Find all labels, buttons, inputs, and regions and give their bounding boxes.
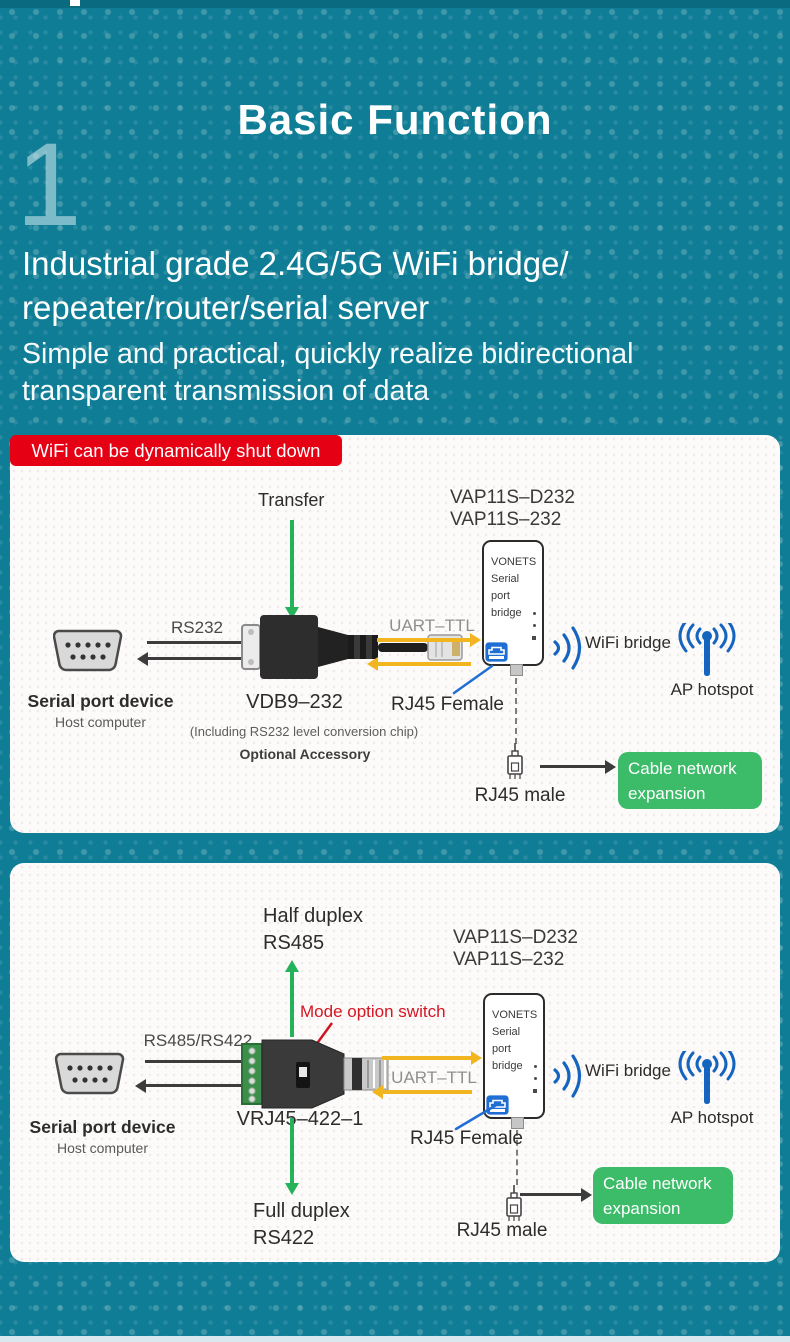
led-indicator <box>533 624 536 627</box>
db9-connector-icon <box>53 629 123 672</box>
main-heading: Industrial grade 2.4G/5G WiFi bridge/ re… <box>22 242 569 330</box>
uart-arrow-right-icon <box>382 1056 472 1060</box>
vonets-brand: VONETS <box>492 1009 538 1021</box>
rj45-female-pointer-line <box>452 664 494 695</box>
top-edge-strip <box>0 0 790 8</box>
rj45-male-connector-icon <box>506 1185 522 1221</box>
serial-device-label: Serial port device <box>27 691 174 711</box>
top-edge-notch <box>70 0 80 6</box>
uart-arrow-left-icon <box>377 662 471 666</box>
mode-switch-label: Mode option switch <box>300 1002 446 1021</box>
antenna-icon <box>678 1051 736 1104</box>
wifi-signal-icon <box>553 1054 582 1098</box>
sub-heading-line2: transparent transmission of data <box>22 375 430 407</box>
rs232-label: RS232 <box>171 618 223 637</box>
rs485-arrow-right-icon <box>145 1060 243 1063</box>
led-indicator <box>533 612 536 615</box>
main-heading-line1: Industrial grade 2.4G/5G WiFi bridge/ <box>22 245 569 282</box>
page-title: Basic Function <box>237 96 553 143</box>
cable-network-expansion-box: Cable network expansion <box>618 752 762 809</box>
model-line1: VAP11S–D232 <box>450 487 575 508</box>
vdb9-note: (Including RS232 level conversion chip) <box>189 724 419 739</box>
cable-network-expansion-box: Cable network expansion <box>593 1167 733 1224</box>
rj45-female-pointer-line <box>454 1102 500 1131</box>
wifi-signal-icon <box>553 626 582 670</box>
rs232-diagram-panel: WiFi can be dynamically shut down VAP11S… <box>10 435 780 833</box>
rj45-male-connector-icon <box>507 743 523 779</box>
model-line2: VAP11S–232 <box>453 949 565 970</box>
led-indicator <box>533 1089 537 1093</box>
uart-arrow-left-icon <box>382 1090 472 1094</box>
rj45-male-label: RJ45 male <box>456 1220 548 1241</box>
full-duplex-arrow-down-icon <box>290 1118 294 1184</box>
vonets-device: VONETS Serial port bridge <box>483 993 545 1119</box>
model-line1: VAP11S–D232 <box>453 927 578 948</box>
vrj45-422-adapter-image <box>241 1039 389 1109</box>
rs232-arrow-left-icon <box>147 657 245 660</box>
half-duplex-label: Half duplex RS485 <box>263 905 364 954</box>
wifi-shutdown-banner: WiFi can be dynamically shut down <box>10 435 342 466</box>
host-computer-label: Host computer <box>56 1140 149 1156</box>
rs485-diagram-panel: Half duplex RS485 VAP11S–D232 VAP11S–232… <box>10 863 780 1262</box>
ap-hotspot-label: AP hotspot <box>670 1108 754 1127</box>
model-labels: VAP11S–D232 VAP11S–232 <box>450 487 575 531</box>
half-duplex-arrow-up-icon <box>290 971 294 1037</box>
wifi-bridge-label: WiFi bridge <box>585 633 671 652</box>
led-indicator <box>534 1077 537 1080</box>
serial-device-label: Serial port device <box>29 1117 176 1137</box>
vonets-device-text: VONETS Serial port bridge <box>492 1009 538 1072</box>
optional-accessory-label: Optional Accessory <box>239 746 371 762</box>
sub-heading-line1: Simple and practical, quickly realize bi… <box>22 338 634 370</box>
uart-ttl-label: UART–TTL <box>389 616 475 635</box>
cable-dashed-line <box>515 678 517 744</box>
vonets-device-text: VONETS Serial port bridge <box>491 556 537 619</box>
vdb9-232-adapter-image <box>241 615 463 679</box>
full-duplex-label: Full duplex RS422 <box>253 1200 350 1249</box>
expansion-arrow-icon <box>520 1193 582 1196</box>
vrj45-label: VRJ45–422–1 <box>236 1108 364 1130</box>
db9-connector-icon <box>55 1052 125 1095</box>
model-line2: VAP11S–232 <box>450 509 562 530</box>
step-number: 1 <box>16 119 82 251</box>
rs485-label: RS485/RS422 <box>143 1031 253 1050</box>
wifi-bridge-label: WiFi bridge <box>585 1061 671 1080</box>
uart-ttl-label: UART–TTL <box>391 1068 477 1087</box>
transfer-label: Transfer <box>258 490 325 510</box>
sub-heading: Simple and practical, quickly realize bi… <box>22 336 633 410</box>
device-connector-stub <box>511 1117 524 1129</box>
led-indicator <box>534 1065 537 1068</box>
vonets-brand: VONETS <box>491 556 537 568</box>
rj45-female-label: RJ45 Female <box>410 1128 523 1149</box>
antenna-icon <box>678 623 736 676</box>
rj45-female-label: RJ45 Female <box>391 694 504 715</box>
ap-hotspot-label: AP hotspot <box>670 680 754 699</box>
rj45-female-port-icon <box>484 641 509 663</box>
cable-dashed-line <box>516 1130 518 1185</box>
rj45-male-label: RJ45 male <box>474 785 566 806</box>
uart-arrow-right-icon <box>377 638 471 642</box>
model-labels: VAP11S–D232 VAP11S–232 <box>453 927 578 971</box>
rs485-arrow-left-icon <box>145 1084 243 1087</box>
rs232-arrow-right-icon <box>147 641 245 644</box>
device-connector-stub <box>510 664 523 676</box>
host-computer-label: Host computer <box>54 714 147 730</box>
bottom-edge-strip <box>0 1336 790 1342</box>
led-indicator <box>532 636 536 640</box>
main-heading-line2: repeater/router/serial server <box>22 289 430 326</box>
vdb9-label: VDB9–232 <box>246 691 343 713</box>
expansion-arrow-icon <box>540 765 606 768</box>
transfer-arrow-down-icon <box>290 520 294 608</box>
